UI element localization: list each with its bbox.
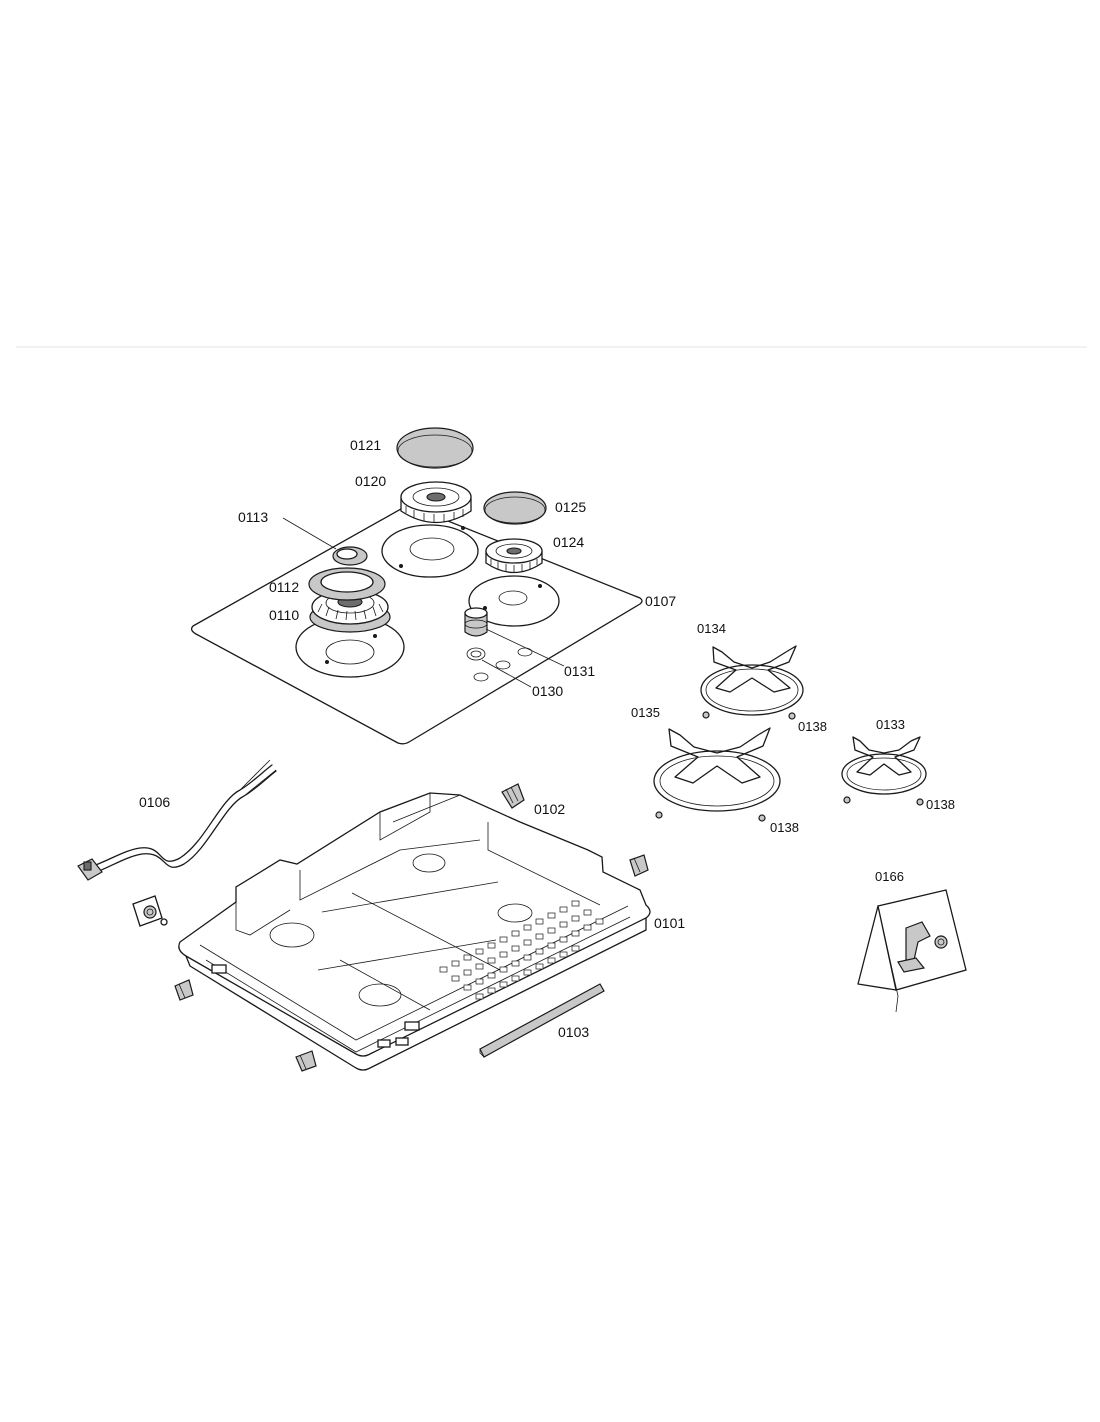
burner-cap-0125 [483, 491, 547, 525]
right-burner-0124 [485, 538, 543, 574]
label-0166: 0166 [875, 869, 904, 884]
rear-burner-0120 [400, 481, 472, 524]
label-0101: 0101 [654, 915, 685, 931]
label-0102: 0102 [534, 801, 565, 817]
tray-vent-holes [439, 900, 604, 1000]
rear-burner-base [381, 524, 479, 578]
label-0131: 0131 [564, 663, 595, 679]
knob-holes [466, 647, 533, 682]
label-0112: 0112 [269, 579, 299, 595]
label-0134: 0134 [697, 621, 726, 636]
burner-ring-0112 [308, 567, 386, 601]
pan-support-0133 [841, 736, 927, 806]
label-0130: 0130 [532, 683, 563, 699]
right-burner-base [468, 575, 560, 627]
control-knob-0131 [464, 607, 488, 637]
trim-strip-0103 [479, 983, 605, 1058]
label-0113: 0113 [238, 509, 268, 525]
label-0107: 0107 [645, 593, 676, 609]
label-0138-a: 0138 [798, 719, 827, 734]
label-0138-c: 0138 [770, 820, 799, 835]
accessory-bag-0166 [857, 889, 967, 1013]
label-0121: 0121 [350, 437, 381, 453]
label-0103: 0103 [558, 1024, 589, 1040]
label-0106: 0106 [139, 794, 170, 810]
label-0120: 0120 [355, 473, 386, 489]
label-0135: 0135 [631, 705, 660, 720]
igniter-module [132, 895, 168, 927]
large-burner-base [295, 616, 405, 678]
label-0125: 0125 [555, 499, 586, 515]
pan-support-0134 [700, 645, 804, 720]
mounting-clips-0102 [174, 783, 649, 1072]
label-0124: 0124 [553, 534, 584, 550]
leader-lines-top [282, 517, 565, 688]
label-0133: 0133 [876, 717, 905, 732]
part-labels: 0121 0120 0125 0113 0124 0112 0107 0110 … [139, 437, 955, 1040]
bottom-tray-0101 [178, 792, 651, 1071]
pan-support-0135 [653, 727, 781, 822]
burner-cap-0121 [396, 427, 474, 469]
power-cable-0106 [77, 759, 277, 881]
label-0138-b: 0138 [926, 797, 955, 812]
burner-cap-0113 [332, 546, 368, 566]
label-0110: 0110 [269, 607, 299, 623]
